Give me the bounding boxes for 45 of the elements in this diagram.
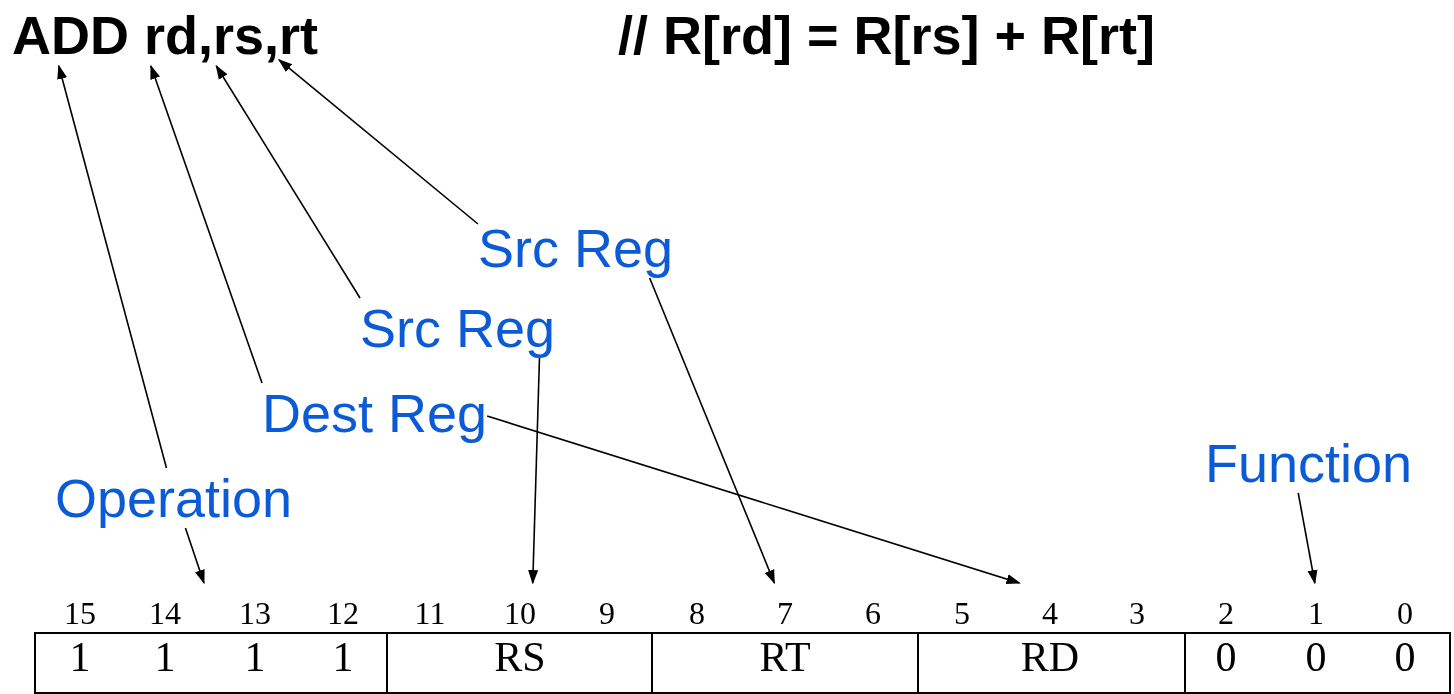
arrow: [215, 64, 361, 299]
arrow: [648, 277, 776, 585]
bit-value: 0: [1215, 635, 1237, 679]
bit-number: 13: [239, 595, 271, 631]
bit-value: RS: [494, 635, 546, 679]
bit-number: 8: [689, 595, 705, 631]
bit-value: 1: [332, 635, 354, 679]
bit-number: 10: [504, 595, 536, 631]
field-label: Function: [1205, 433, 1413, 493]
instruction-operand: rs,: [213, 4, 280, 66]
bit-value: 0: [1394, 635, 1416, 679]
comment-text: // R[rd] = R[rs] + R[rt]: [618, 4, 1156, 66]
bit-number: 12: [327, 595, 359, 631]
arrow: [486, 415, 1021, 584]
instruction-mnemonic: ADD: [12, 4, 129, 66]
arrow: [184, 527, 205, 585]
arrow: [150, 64, 263, 384]
arrow: [278, 58, 479, 225]
bit-number: 6: [865, 595, 881, 631]
bit-value: RT: [759, 635, 811, 679]
bit-number: 2: [1218, 595, 1234, 631]
field-label: Dest Reg: [262, 383, 488, 443]
field-label: Src Reg: [360, 298, 556, 358]
bit-number: 1: [1308, 595, 1324, 631]
instruction-operand: rd,: [144, 4, 214, 66]
bit-number: 9: [599, 595, 615, 631]
bit-number: 15: [64, 595, 96, 631]
instruction-operand: rt: [279, 4, 319, 66]
arrow: [57, 64, 168, 469]
bit-value: RD: [1020, 635, 1080, 679]
arrow: [1297, 492, 1318, 585]
bit-value: 0: [1305, 635, 1327, 679]
bit-number: 14: [149, 595, 181, 631]
bit-number: 5: [954, 595, 970, 631]
bit-number: 11: [414, 595, 446, 631]
bit-number: 3: [1129, 595, 1145, 631]
bit-value: 1: [69, 635, 91, 679]
arrow: [528, 357, 541, 585]
bit-value: 1: [154, 635, 176, 679]
bit-number: 0: [1397, 595, 1413, 631]
field-label: Src Reg: [478, 218, 674, 278]
bit-number: 4: [1042, 595, 1058, 631]
bit-value: 1: [244, 635, 266, 679]
bit-number: 7: [777, 595, 793, 631]
field-label: Operation: [55, 468, 293, 528]
